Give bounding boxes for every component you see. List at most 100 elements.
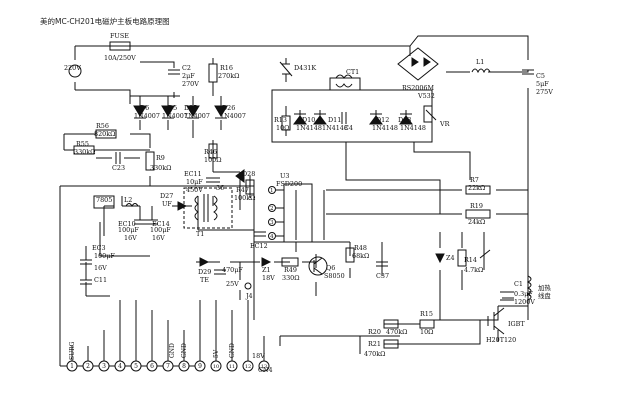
cn4-pin-6	[146, 360, 158, 372]
cn4-pin-label-11: 11	[229, 364, 235, 370]
capacitor-470uf	[214, 269, 226, 275]
label-c2-volt: 270V	[182, 80, 199, 88]
label-heat-coil: 加热	[538, 283, 551, 292]
capacitor-c2	[168, 69, 180, 75]
label-d25: D25	[184, 104, 197, 112]
u3-pin-label-2: 2	[270, 206, 274, 212]
resistor-r55	[73, 145, 95, 155]
label-r19-value: 24kΩ	[468, 218, 485, 226]
cn4-pin-9	[194, 360, 206, 372]
label-z1-volt: 18V	[262, 274, 275, 282]
capacitor-c23	[115, 152, 121, 164]
label-ec14-cap: 100μF	[150, 226, 171, 234]
cn4-pin-7	[162, 360, 174, 372]
label-fuse-rating: 10A/250V	[104, 54, 136, 62]
label-u3: U3	[280, 172, 289, 180]
resistor-r20	[383, 319, 399, 329]
label-c1: C1	[514, 280, 523, 288]
label-r55: R55	[76, 140, 89, 148]
label-r47-value: 100kΩ	[234, 194, 255, 202]
label-d10-type: 1N4148	[296, 124, 322, 132]
label-r48: R48	[354, 244, 367, 252]
thermistor	[479, 249, 491, 262]
label-ec3-cap: 100μF	[94, 252, 115, 260]
label-ec14: EC14	[152, 220, 170, 228]
ac-source-symbol	[68, 64, 82, 78]
diode-d28	[235, 169, 245, 183]
ic-u3-fsd200	[283, 183, 313, 243]
capacitor-ec11	[206, 177, 220, 183]
label-r55-value: 330kΩ	[74, 148, 95, 156]
cn4-pin-12	[242, 360, 254, 372]
label-c2: C2	[182, 64, 191, 72]
cn4-pin-label-5: 5	[134, 363, 138, 370]
u3-pin-label-3: 3	[270, 220, 274, 226]
label-c5-volt: 275V	[536, 88, 553, 96]
resistor-r14	[457, 249, 467, 267]
diode-d29	[199, 257, 210, 267]
label-l1: L1	[476, 58, 484, 66]
label-d29: D29	[198, 268, 211, 276]
u3-pin-label-1: 1	[270, 188, 274, 194]
diodes-1n4148	[293, 113, 413, 125]
label-ec10: EC10	[118, 220, 136, 228]
label-c23: C23	[112, 164, 125, 172]
label-r14-value: 4.7kΩ	[464, 266, 483, 274]
label-7805: 7805	[96, 196, 112, 204]
cn4-pin-label-4: 4	[118, 363, 122, 370]
current-transformer-ct1	[335, 74, 353, 88]
label-r21-value: 470kΩ	[364, 350, 385, 358]
cn4-pin-1	[66, 360, 78, 372]
label-ct1: CT1	[346, 68, 359, 76]
regulator-7805	[93, 195, 115, 209]
resistor-r48	[345, 247, 355, 263]
label-q6-part: S8050	[324, 272, 345, 280]
resistor-r46	[208, 143, 218, 159]
cn4-pin-3	[98, 360, 110, 372]
cn4-pin-label-10: 10	[213, 364, 219, 370]
label-r13-value: 10Ω	[276, 124, 289, 132]
label-c4: C4	[344, 124, 353, 132]
resistor-r7	[465, 185, 491, 195]
label-d12: D12	[376, 116, 389, 124]
label-r9: R9	[156, 154, 165, 162]
resistor-r9	[145, 151, 155, 171]
label-r20-value: 470kΩ	[386, 328, 407, 336]
label-470uf-volt: 25V	[226, 280, 239, 288]
label-c37: C37	[376, 272, 389, 280]
label-r49-value: 330Ω	[282, 274, 300, 282]
u3-pin-labels: 1 2 3 4	[270, 188, 274, 240]
igbt-h20t120	[487, 307, 505, 335]
label-d29-type: TE	[200, 276, 209, 284]
label-ec12: EC12	[250, 242, 268, 250]
cn4-pin-13	[258, 360, 270, 372]
label-r47: R47	[236, 186, 249, 194]
label-bridge-ref: RS2006M	[402, 84, 434, 92]
label-r16-value: 270kΩ	[218, 72, 239, 80]
label-d27-type: UF	[162, 200, 172, 208]
label-470uf: 470μF	[222, 266, 243, 274]
label-d28: D28	[242, 170, 255, 178]
capacitor-c37	[376, 261, 388, 267]
cn4-pin-label-8: 8	[182, 363, 186, 370]
label-16v: 16V	[94, 264, 107, 272]
label-igbt-part: H20T120	[486, 336, 516, 344]
label-d25-type: 1N4007	[184, 112, 210, 120]
heating-coil	[526, 275, 532, 301]
potentiometer-vr	[423, 105, 437, 123]
label-c5-cap: 5μF	[536, 80, 549, 88]
label-cn4: CN4	[258, 366, 273, 374]
cn4-pin-11	[226, 360, 238, 372]
label-ec14-volt: 16V	[152, 234, 165, 242]
label-r16: R16	[220, 64, 233, 72]
label-r48-value: 68kΩ	[352, 252, 369, 260]
label-heat-coil-2: 线盘	[538, 291, 551, 300]
resistor-r49	[281, 257, 299, 267]
capacitor-c4	[341, 112, 347, 124]
inductor-l2	[125, 203, 139, 207]
label-d431k: D431K	[294, 64, 316, 72]
label-r14: R14	[464, 256, 477, 264]
label-bridge-value: V532	[417, 92, 435, 100]
